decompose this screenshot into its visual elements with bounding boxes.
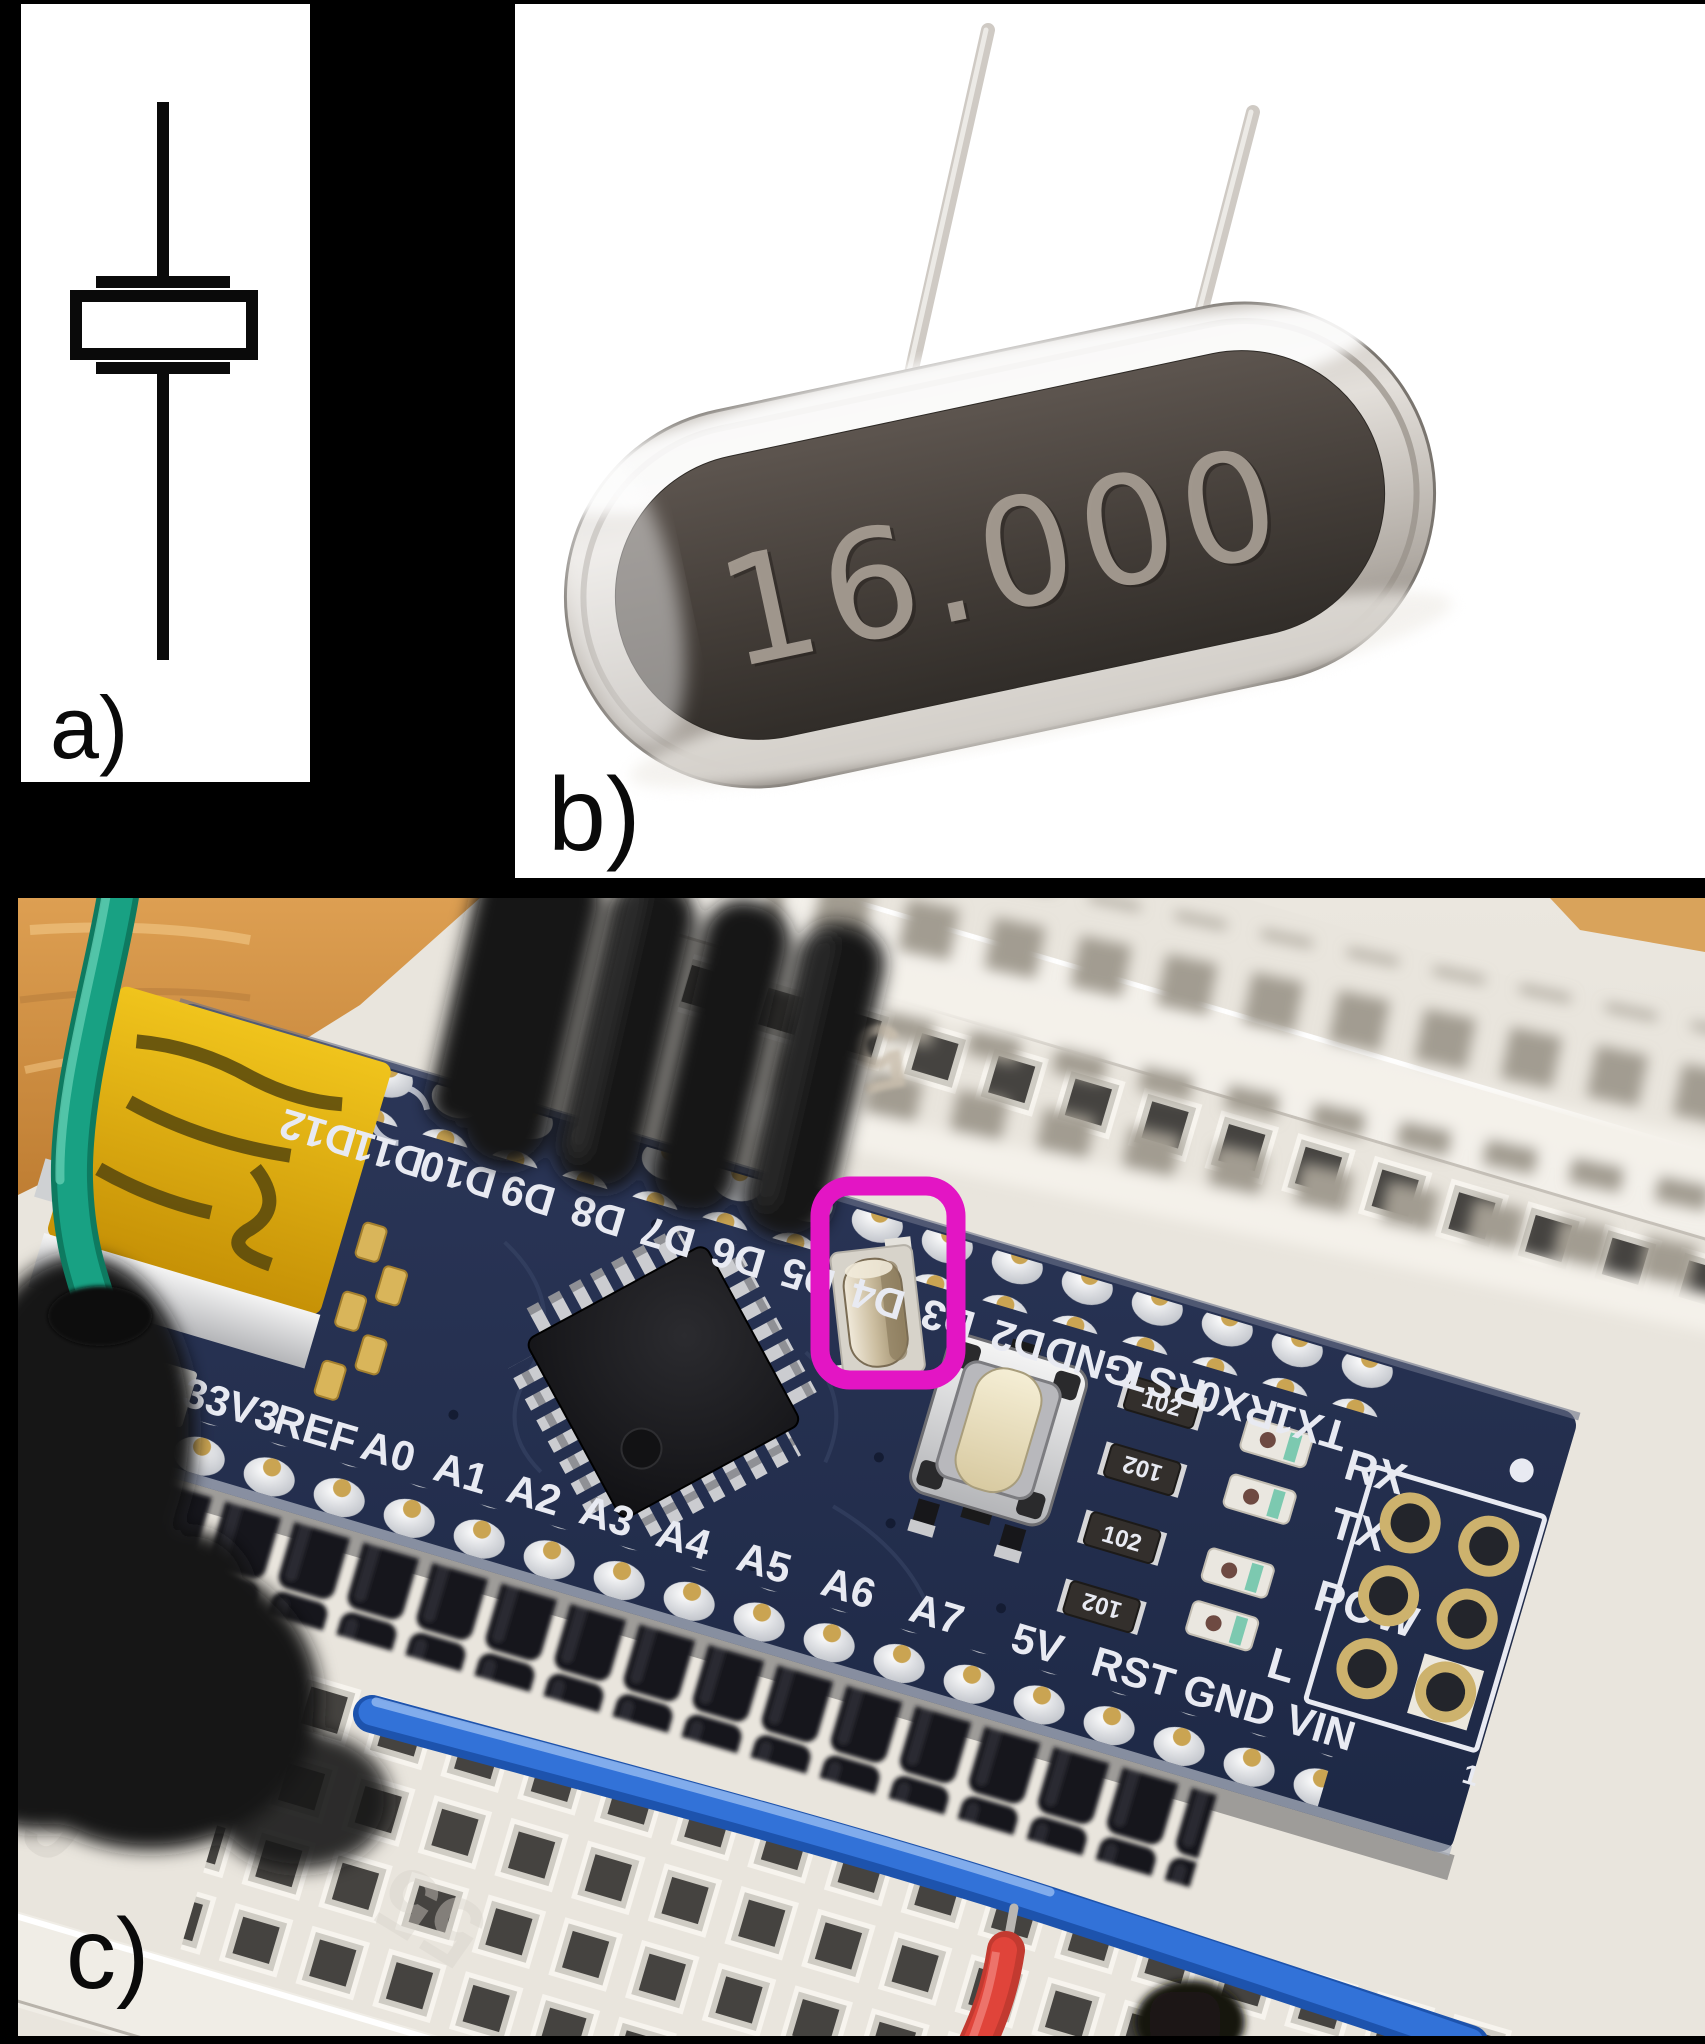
pcb	[53, 1003, 1576, 1852]
led	[1200, 1547, 1275, 1599]
blurry-connector	[18, 1255, 390, 1870]
background-breadboard	[720, 898, 1705, 1352]
reset-button	[907, 1333, 1088, 1564]
lead-wire-left-highlight	[900, 27, 989, 401]
chip-pins-right	[635, 1428, 802, 1538]
panel-b-label: b)	[548, 757, 640, 873]
header-posts	[428, 898, 885, 1240]
resistor: 102	[1056, 1578, 1147, 1635]
male-header-row	[86, 1468, 1217, 1888]
pcb-edge	[51, 1432, 1453, 1856]
chip-pins-top	[710, 1244, 819, 1410]
silkscreen-dot	[1509, 1458, 1534, 1483]
resistor: 102	[1076, 1509, 1168, 1566]
icsp-header: 1	[1303, 1464, 1547, 1792]
smd-crystal	[829, 1236, 926, 1388]
breadboard-hole-row	[200, 1805, 1705, 2036]
panel-c: 60 55 5	[18, 898, 1705, 2036]
atmega-chip	[508, 1226, 819, 1538]
usb-scratches	[95, 1034, 343, 1272]
usb-pins	[313, 1221, 408, 1401]
chip-pins-left	[525, 1226, 692, 1336]
green-jumper-wire	[50, 898, 139, 1339]
usb-shell	[48, 986, 391, 1315]
crystal-cap-reflection	[560, 452, 686, 747]
crystal-can-bottom-reflection	[630, 591, 1452, 788]
leds	[1185, 1417, 1314, 1652]
led	[1185, 1600, 1260, 1652]
icsp-outline	[1303, 1464, 1547, 1753]
magenta-highlight-box	[810, 1176, 966, 1390]
bottom-pin-row	[138, 1407, 1333, 1807]
panel-c-label: c)	[66, 1898, 149, 2010]
crystal-schematic-symbol	[70, 102, 258, 660]
panel-a-label: a)	[50, 678, 128, 777]
panel-b: 16.000 16.000 b)	[515, 4, 1705, 878]
blurry-wire-end	[1135, 1980, 1245, 2036]
led	[1239, 1417, 1314, 1469]
wire-socket-entry	[48, 1286, 152, 1346]
pcb-vias	[448, 1219, 1007, 1614]
blue-jumper-wire	[353, 1695, 1488, 2036]
chip-body	[527, 1246, 800, 1518]
resistor: 102	[1117, 1374, 1208, 1431]
crystal-photo: 16.000 16.000	[540, 301, 1452, 789]
symbol-crystal-body	[70, 290, 258, 360]
header-post	[648, 899, 791, 1215]
red-jumper-wire	[959, 1903, 1025, 2036]
wood-sliver	[1550, 898, 1705, 952]
breadboard-hole-row	[223, 1728, 1705, 2036]
chip-pins-bottom	[508, 1354, 617, 1520]
resistors: 102 102 102 102	[1056, 1374, 1208, 1635]
reset-button-cap	[954, 1367, 1043, 1494]
panel-a: a)	[21, 4, 310, 782]
icsp-holes	[1336, 1492, 1520, 1723]
led	[1222, 1473, 1297, 1525]
header-post	[461, 898, 602, 1168]
resistor: 102	[1097, 1441, 1188, 1498]
chip-pin1-dimple	[620, 1427, 663, 1470]
breadboard-channel	[18, 1717, 1705, 2036]
